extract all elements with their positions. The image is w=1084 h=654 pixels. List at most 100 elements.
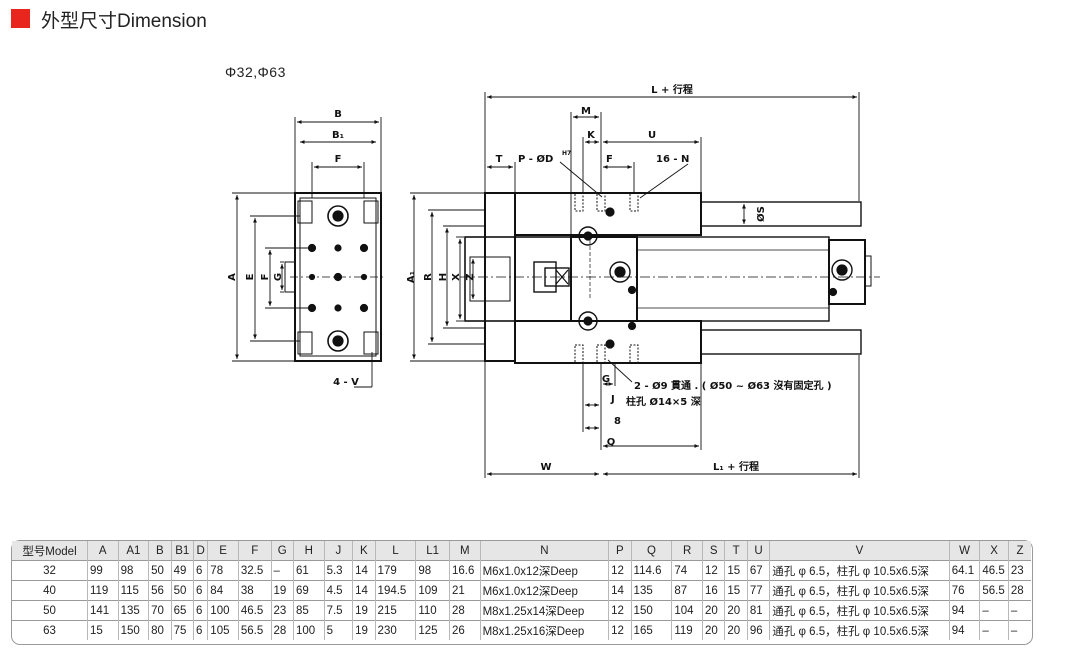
table-cell: 23 (1007, 560, 1031, 581)
table-cell: 6 (193, 580, 208, 601)
table-cell: 69 (292, 580, 325, 601)
dim-L1-stroke: L₁ + 行程 (713, 460, 759, 473)
table-header-row: 型号Model A A1 B B1 D E F G H J K L L1 M N… (12, 541, 1031, 561)
table-cell: 26 (449, 620, 481, 640)
table-cell: 70 (148, 600, 172, 621)
dim-B1: B₁ (332, 130, 344, 141)
col-header: P (608, 541, 632, 561)
table-cell: – (979, 600, 1009, 621)
table-cell: 6 (193, 560, 208, 581)
table-cell: 28 (449, 600, 481, 621)
col-header: K (352, 541, 376, 561)
table-cell: 105 (207, 620, 239, 640)
bore-size-label: Φ32,Φ63 (225, 64, 286, 80)
table-cell: 96 (746, 620, 770, 640)
dimension-table: 型号Model A A1 B B1 D E F G H J K L L1 M N… (12, 541, 1031, 640)
table-cell: 15 (724, 560, 748, 581)
dim-P-D: P - ØD (518, 153, 553, 165)
col-header: D (193, 541, 208, 561)
table-cell: 16.6 (449, 560, 481, 581)
table-cell: 7.5 (323, 600, 353, 621)
table-cell: M6x1.0x12深Deep (479, 580, 609, 601)
table-cell: 77 (746, 580, 770, 601)
dim-U: U (648, 130, 656, 141)
table-cell: 通孔 φ 6.5，柱孔 φ 10.5x6.5深 (769, 560, 950, 581)
table-cell: 125 (415, 620, 450, 640)
table-cell: 6 (193, 620, 208, 640)
table-cell: 179 (374, 560, 416, 581)
table-cell: 64.1 (948, 560, 980, 581)
table-cell: 75 (170, 620, 194, 640)
table-cell: 6 (193, 600, 208, 621)
col-header: T (724, 541, 748, 561)
counterbore-note: 柱孔 Ø14×5 深 (626, 395, 701, 408)
table-cell: 194.5 (374, 580, 416, 601)
table-cell: 78 (207, 560, 239, 581)
col-header: V (769, 541, 950, 561)
table-cell: 150 (117, 620, 149, 640)
dim-P-D-tolerance: H7 (562, 150, 571, 157)
dim-T: T (496, 154, 503, 165)
table-cell: M8x1.25x14深Deep (479, 600, 609, 621)
table-cell: 32.5 (237, 560, 272, 581)
table-cell: 20 (701, 600, 725, 621)
dim-X: X (451, 273, 462, 281)
col-header: M (449, 541, 481, 561)
table-cell: 14 (608, 580, 632, 601)
dim-F-side: F (606, 154, 613, 165)
table-cell: 16 (701, 580, 725, 601)
table-cell: 135 (117, 600, 149, 621)
dim-8: 8 (614, 416, 621, 427)
table-cell: 50 (170, 580, 194, 601)
table-cell: 19 (352, 620, 376, 640)
col-header: E (207, 541, 239, 561)
front-view (284, 192, 386, 362)
table-cell: 109 (415, 580, 450, 601)
col-header: Z (1007, 541, 1031, 561)
table-cell: 114.6 (630, 560, 672, 581)
table-cell: 28 (1007, 580, 1031, 601)
dim-M: M (581, 106, 591, 117)
table-cell: 104 (671, 600, 703, 621)
col-header: G (270, 541, 294, 561)
side-view-dimensions (410, 92, 860, 478)
col-header: L1 (415, 541, 450, 561)
col-header: Q (630, 541, 672, 561)
dim-Q: Q (607, 437, 616, 448)
col-header: N (479, 541, 609, 561)
table-cell: 67 (746, 560, 770, 581)
table-cell: 99 (86, 560, 119, 581)
table-cell: 38 (237, 580, 272, 601)
table-cell: 80 (148, 620, 172, 640)
table-cell: 84 (207, 580, 239, 601)
table-cell: 100 (207, 600, 239, 621)
front-view-dimensions (232, 117, 382, 388)
table-cell: M8x1.25x16深Deep (479, 620, 609, 640)
table-cell: 150 (630, 600, 672, 621)
table-cell: 4.5 (323, 580, 353, 601)
table-cell: 32 (12, 560, 88, 581)
col-header: H (292, 541, 325, 561)
dim-16-N: 16 - N (656, 154, 689, 165)
page-title: 外型尺寸Dimension (41, 11, 207, 32)
table-cell: 14 (352, 560, 376, 581)
dim-F: F (335, 154, 342, 165)
table-cell: 230 (374, 620, 416, 640)
table-cell: – (1007, 600, 1031, 621)
dim-H: H (438, 273, 449, 281)
col-header: R (671, 541, 703, 561)
col-header: 型号Model (12, 541, 88, 561)
table-cell: 215 (374, 600, 416, 621)
dim-Z: Z (465, 273, 476, 280)
table-cell: 20 (724, 600, 748, 621)
col-header: J (323, 541, 353, 561)
table-cell: – (270, 560, 294, 581)
table-cell: 135 (630, 580, 672, 601)
table-cell: 56 (148, 580, 172, 601)
col-header: W (948, 541, 980, 561)
dim-E: E (245, 273, 256, 280)
hole-note: 2 - Ø9 貫通 . ( Ø50 ~ Ø63 沒有固定孔 ) (634, 379, 832, 392)
col-header: A1 (117, 541, 149, 561)
